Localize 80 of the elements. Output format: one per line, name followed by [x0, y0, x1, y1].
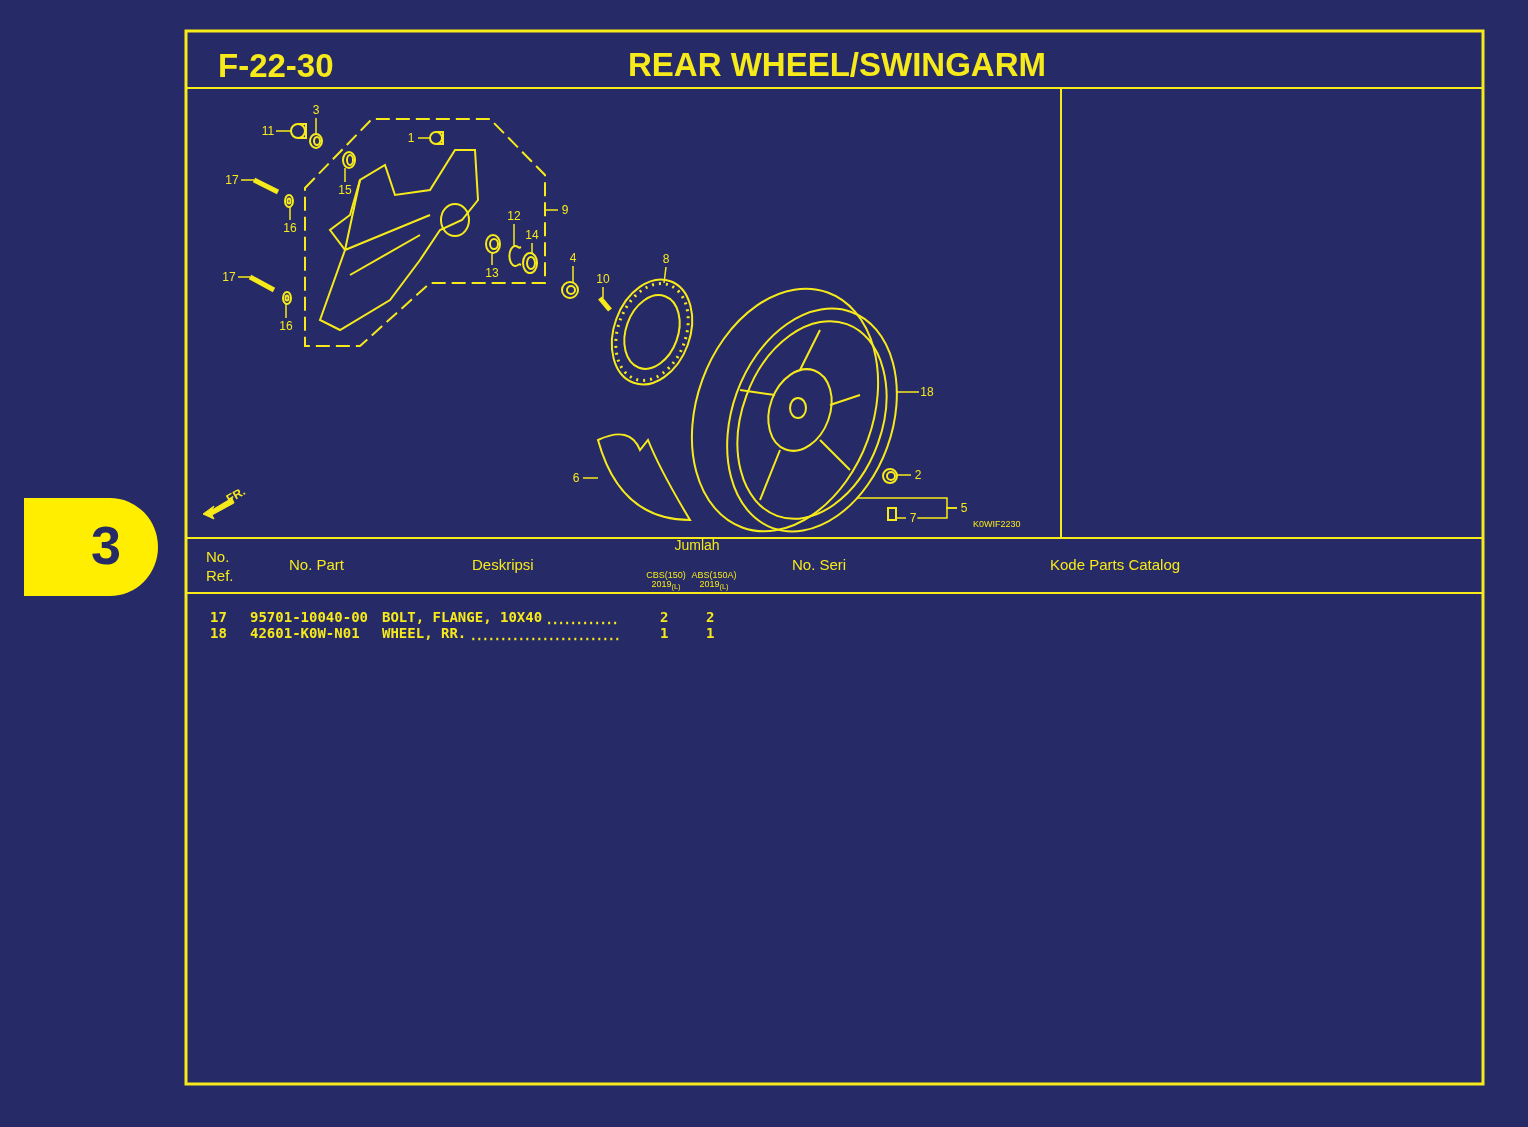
leader-line: [289, 206, 291, 221]
callout-number: 5: [960, 502, 968, 514]
collar-drawing: [309, 133, 323, 149]
leader-line: [513, 223, 515, 247]
column-header: Kode Parts Catalog: [1050, 556, 1181, 573]
bearing-drawing: [485, 234, 501, 254]
bolt-drawing: [598, 296, 612, 312]
leader-line: [344, 167, 346, 183]
table-cell: 95701-10040-00: [250, 609, 368, 625]
table-cell: 2: [660, 609, 669, 625]
callout-number: 2: [914, 469, 922, 481]
leader-line: [315, 117, 317, 135]
column-header: ABS(150A): [691, 570, 737, 580]
leader-line: [663, 266, 667, 284]
washer-drawing: [284, 194, 294, 208]
callout-number: 6: [572, 472, 580, 484]
leader-line: [896, 474, 912, 476]
bolt-drawing: [252, 177, 280, 195]
column-header: No. Part: [289, 556, 345, 573]
column-header: No. Seri: [792, 556, 847, 573]
callout-number: 12: [507, 210, 521, 222]
callout-number: 16: [283, 222, 297, 234]
seal-drawing: [522, 252, 538, 274]
bracket-line: [916, 507, 958, 519]
seal-drawing: [882, 468, 898, 484]
mud-guard-drawing: [597, 433, 691, 521]
bushing-drawing: [290, 123, 307, 139]
callout-number: 3: [312, 104, 320, 116]
leader-line: [275, 130, 292, 132]
column-header: Deskripsi: [472, 556, 534, 573]
valve-drawing: [887, 507, 897, 521]
leader-line: [285, 303, 287, 319]
section-number: 3: [91, 514, 121, 576]
leader-line: [545, 209, 559, 211]
callout-number: 14: [525, 229, 539, 241]
table-cell: 1: [706, 625, 715, 641]
leader-line: [896, 391, 920, 393]
leader-line: [240, 179, 255, 181]
leader-line: [237, 276, 251, 278]
bearing-drawing: [561, 281, 579, 299]
table-cell: 42601-K0W-N01: [250, 625, 360, 641]
callout-number: 9: [561, 204, 569, 216]
bolt-drawing: [248, 274, 276, 293]
washer-drawing: [282, 291, 292, 305]
column-header: CBS(150): [646, 570, 686, 580]
callout-number: 1: [407, 132, 415, 144]
callout-number: 17: [222, 271, 236, 283]
leader-line: [895, 517, 907, 519]
circlip-drawing: [508, 245, 522, 267]
leader-line: [491, 252, 493, 266]
callout-number: 17: [225, 174, 239, 186]
column-header: No. Ref.: [206, 547, 235, 585]
leader-line: [602, 286, 604, 299]
table-cell: 17: [210, 609, 227, 625]
leader-line: [572, 265, 574, 283]
wheel-drawing: [691, 287, 898, 533]
callout-number: 13: [485, 267, 499, 279]
drawing-code: K0WIF2230: [973, 519, 1021, 529]
table-cell: WHEEL, RR.: [382, 625, 467, 641]
table-cell: BOLT, FLANGE, 10X40: [382, 609, 543, 625]
callout-number: 15: [338, 184, 352, 196]
leader-line: [582, 477, 599, 479]
callout-number: 4: [569, 252, 577, 264]
callout-number: 11: [261, 125, 275, 137]
bushing-drawing: [429, 131, 444, 145]
table-cell: 2: [706, 609, 715, 625]
figure-code: F-22-30: [218, 47, 334, 85]
callout-number: 18: [920, 386, 934, 398]
page-title: REAR WHEEL/SWINGARM: [628, 46, 1046, 84]
leader-line: [531, 242, 533, 254]
column-header: Jumlah: [674, 537, 720, 553]
callout-number: 7: [909, 512, 917, 524]
table-cell: 18: [210, 625, 227, 641]
table-cell: 1: [660, 625, 669, 641]
brake-disc-drawing: [610, 278, 694, 386]
callout-number: 10: [596, 273, 610, 285]
leader-line: [417, 137, 431, 139]
callout-number: 8: [662, 253, 670, 265]
seal-drawing: [342, 151, 356, 169]
callout-number: 16: [279, 320, 293, 332]
